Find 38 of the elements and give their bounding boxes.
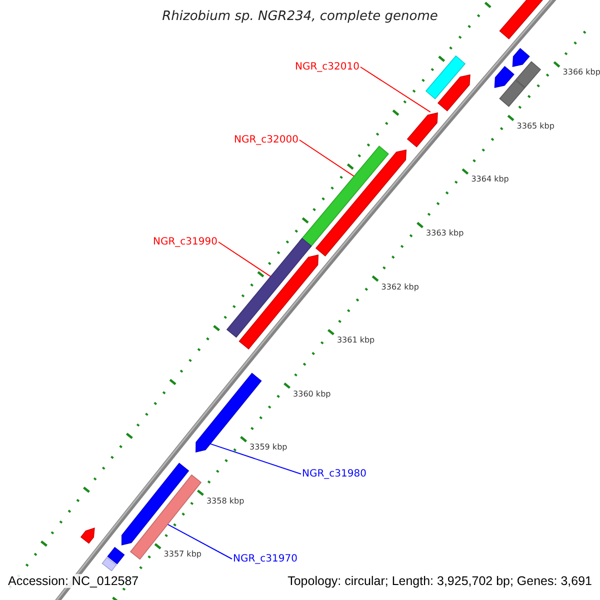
tick-label: 3359 kbp xyxy=(250,442,288,452)
gene-feature xyxy=(121,462,190,546)
tick-label: 3366 kbp xyxy=(562,68,600,77)
genome-title: Rhizobium sp. NGR234, complete genome xyxy=(161,9,439,24)
leader-line xyxy=(210,443,302,474)
leader-line xyxy=(299,140,354,177)
gene-feature xyxy=(102,556,117,572)
gene-feature xyxy=(107,546,125,564)
gene-feature xyxy=(512,48,530,67)
gene-feature xyxy=(315,149,407,256)
tick-label: 3364 kbp xyxy=(471,174,509,184)
tick-label: 3361 kbp xyxy=(336,336,375,345)
gene-feature xyxy=(226,238,312,338)
gene-feature xyxy=(80,528,95,544)
gene-label: NGR_c31970 xyxy=(233,554,298,564)
tick-label: 3365 kbp xyxy=(516,121,554,130)
tick-label: 3362 kbp xyxy=(381,282,419,292)
gene-feature xyxy=(494,66,514,88)
gene-feature xyxy=(515,61,542,88)
gene-feature xyxy=(425,55,466,100)
gene-feature xyxy=(130,474,202,560)
tick-label: 3360 kbp xyxy=(293,389,331,398)
gene-feature xyxy=(406,112,438,148)
genome-info-text: Topology: circular; Length: 3,925,702 bp; Genes: 3,691 xyxy=(288,574,592,588)
leader-line xyxy=(218,242,272,277)
tick-label: 3357 kbp xyxy=(164,550,202,559)
leader-line xyxy=(360,66,431,113)
gene-label: NGR_c31990 xyxy=(153,236,218,248)
gene-label: NGR_c31980 xyxy=(302,468,366,480)
gene-feature xyxy=(238,254,319,350)
tick-label: 3363 kbp xyxy=(426,228,464,238)
leader-line xyxy=(167,524,232,560)
gene-feature xyxy=(438,74,470,112)
gene-label: NGR_c32010 xyxy=(295,62,360,72)
tick-label: 3358 kbp xyxy=(206,496,244,506)
gene-feature xyxy=(499,80,526,107)
accession-text: Accession: NC_012587 xyxy=(8,574,139,588)
gene-label: NGR_c32000 xyxy=(234,134,298,146)
